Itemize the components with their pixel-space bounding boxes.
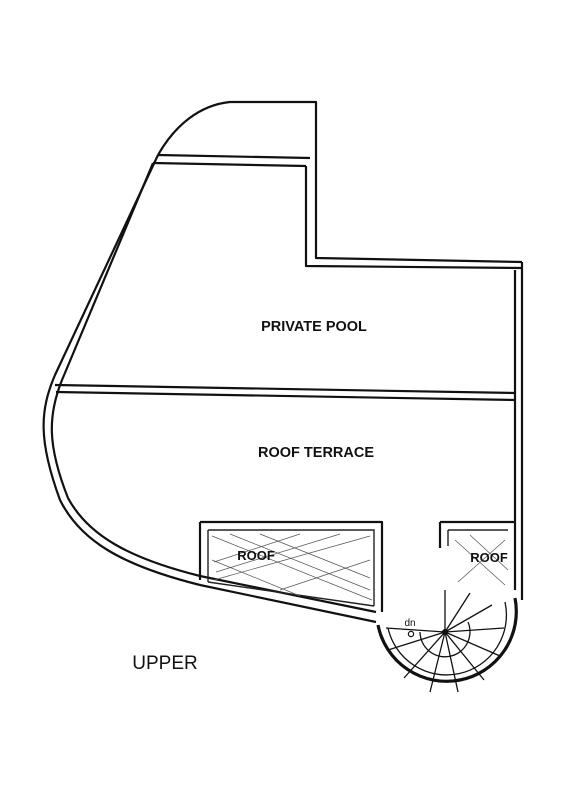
room-label-private-pool: PRIVATE POOL bbox=[261, 319, 367, 335]
outer-walls bbox=[42, 100, 524, 624]
room-label-roof-terrace: ROOF TERRACE bbox=[258, 445, 374, 461]
stair-direction-marker bbox=[407, 630, 415, 638]
room-label-roof-right: ROOF bbox=[470, 550, 508, 565]
roof-box-right bbox=[438, 520, 515, 586]
pool-terrace-divider bbox=[54, 383, 516, 402]
level-label: UPPER bbox=[132, 653, 197, 674]
spiral-staircase bbox=[376, 590, 518, 693]
stair-direction-label: dn bbox=[404, 618, 415, 629]
roof-box-left bbox=[198, 520, 384, 612]
room-label-roof-left: ROOF bbox=[237, 548, 275, 563]
